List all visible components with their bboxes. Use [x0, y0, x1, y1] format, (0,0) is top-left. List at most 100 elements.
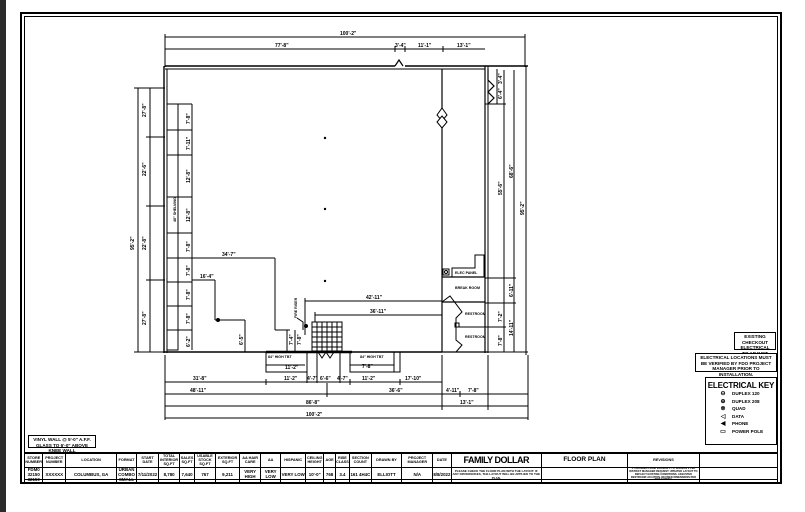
- svg-text:84" HIGH TBT: 84" HIGH TBT: [268, 355, 292, 359]
- svg-text:6'-4": 6'-4": [498, 88, 504, 99]
- svg-text:77'-8": 77'-8": [275, 43, 289, 49]
- power-pole-icon: ▭: [720, 428, 726, 435]
- header-ceiling-height: CEILING HEIGHT: [304, 453, 325, 468]
- svg-text:6'-11": 6'-11": [509, 283, 515, 297]
- svg-text:14'-11": 14'-11": [509, 319, 515, 336]
- title-block: STORE NUMBER PROJECT NUMBER LOCATION FOR…: [23, 453, 779, 484]
- svg-text:27'-8": 27'-8": [142, 311, 148, 325]
- value-age: 768: [323, 466, 336, 484]
- svg-text:6'-6": 6'-6": [320, 376, 331, 382]
- svg-text:RESTROOM: RESTROOM: [465, 335, 486, 339]
- key-item-power-pole: ▭POWER POLE: [718, 428, 776, 436]
- header-format: FORMAT: [116, 453, 137, 468]
- svg-text:RESTROOM: RESTROOM: [465, 312, 486, 316]
- svg-text:11'-2": 11'-2": [285, 365, 299, 371]
- svg-text:84" HIGH TBT: 84" HIGH TBT: [360, 355, 384, 359]
- svg-text:4'-7": 4'-7": [307, 376, 318, 382]
- value-date: 8/8/2022: [432, 466, 452, 484]
- svg-text:ELEC PANEL: ELEC PANEL: [455, 271, 478, 275]
- revisions-label: REVISIONS: [627, 453, 700, 468]
- key-item-duplex-120: ⊖DUPLEX 120: [718, 390, 776, 398]
- header-usable-stock: USABLE STOCK SQ.FT: [194, 453, 216, 468]
- svg-text:6'-2": 6'-2": [186, 336, 192, 347]
- svg-text:7'-8": 7'-8": [297, 334, 303, 345]
- value-store-number: FDM0 32150 32150: [23, 466, 44, 484]
- electrical-key: ELECTRICAL KEY ⊖DUPLEX 120 ⊕DUPLEX 208 ⊗…: [705, 377, 777, 445]
- data-icon: ◁: [720, 413, 726, 420]
- svg-text:11'-2": 11'-2": [284, 376, 298, 382]
- svg-text:48'-11": 48'-11": [190, 388, 207, 394]
- header-section-count: SECTION COUNT: [349, 453, 372, 468]
- svg-text:7'-8": 7'-8": [186, 313, 192, 324]
- existing-checkout-note: EXISTING CHECKOUT ELECTRICAL TO ADJUST P…: [734, 332, 776, 367]
- svg-text:11'-2": 11'-2": [362, 376, 376, 382]
- svg-text:48" SHELVING: 48" SHELVING: [173, 197, 177, 222]
- sheet-title: FLOOR PLAN: [540, 453, 629, 468]
- value-total-interior: 8,780: [158, 466, 180, 484]
- svg-text:12'-8": 12'-8": [186, 208, 192, 222]
- svg-text:95'-2": 95'-2": [130, 236, 136, 250]
- header-location: LOCATION: [65, 453, 118, 468]
- svg-text:4'-7": 4'-7": [337, 376, 348, 382]
- duplex-120-icon: ⊖: [720, 391, 726, 398]
- svg-text:7'-8": 7'-8": [498, 335, 504, 346]
- svg-text:13'-1": 13'-1": [457, 43, 471, 49]
- svg-text:86'-8": 86'-8": [306, 400, 320, 406]
- value-start-date: 7/11/2022: [135, 466, 160, 484]
- revisions-blank-1: [698, 453, 779, 468]
- svg-text:BREAK ROOM: BREAK ROOM: [455, 286, 480, 290]
- key-item-duplex-208: ⊕DUPLEX 208: [718, 398, 776, 406]
- value-hispanic: VERY LOW: [280, 466, 306, 484]
- sheet-title-blank: [540, 466, 629, 484]
- svg-text:27'-8": 27'-8": [142, 103, 148, 117]
- revisions-text: 1. CHANGED FROM VERSION 1 TO VERSION 2 P…: [627, 466, 700, 484]
- value-ceiling-height: 10'-0": [304, 466, 325, 484]
- svg-text:7'-8": 7'-8": [468, 388, 479, 394]
- header-date: DATE: [432, 453, 452, 468]
- titleblock-top-rule: [24, 452, 778, 454]
- header-rise-class: RISE CLASS: [334, 453, 351, 468]
- svg-text:55'-6": 55'-6": [498, 181, 504, 195]
- header-total-interior: TOTAL INTERIOR SQ.FT: [158, 453, 180, 468]
- header-exterior-sqft: EXTERIOR SQ.FT: [214, 453, 241, 468]
- header-project-manager: PROJECT MANAGER: [401, 453, 434, 468]
- svg-text:11'-1": 11'-1": [418, 43, 432, 49]
- svg-text:36'-11": 36'-11": [370, 309, 387, 315]
- svg-text:100'-2": 100'-2": [340, 31, 357, 37]
- electrical-locations-note: ELECTRICAL LOCATIONS MUST BE VERIFIED BY…: [695, 353, 777, 377]
- value-sales-sqft: 7,640: [178, 466, 196, 484]
- svg-text:7'-2": 7'-2": [498, 311, 504, 322]
- header-project-number: PROJECT NUMBER: [42, 453, 67, 468]
- brand-note: PLEASE CHECK THE FLOOR PLAN WITH THE LAY…: [450, 466, 542, 484]
- svg-text:7'-8": 7'-8": [186, 113, 192, 124]
- svg-text:12'-8": 12'-8": [186, 169, 192, 183]
- header-sales-sqft: SALES SQ.FT: [178, 453, 196, 468]
- value-aa-hair-care: VERY HIGH: [239, 466, 261, 484]
- svg-text:4'-11": 4'-11": [446, 388, 460, 394]
- svg-text:7'-11": 7'-11": [186, 136, 192, 150]
- svg-text:68'-6": 68'-6": [509, 164, 515, 178]
- electrical-key-title: ELECTRICAL KEY: [707, 381, 775, 390]
- svg-text:31'-8": 31'-8": [193, 376, 207, 382]
- svg-text:6'-5": 6'-5": [239, 334, 245, 345]
- svg-text:95'-2": 95'-2": [520, 201, 526, 215]
- duplex-208-icon: ⊕: [720, 398, 726, 405]
- value-section-count: 161 4H4C: [349, 466, 372, 484]
- brand-logo: FAMILY DOLLAR: [450, 453, 542, 468]
- svg-text:34'-7": 34'-7": [222, 252, 236, 258]
- wall-note: VINYL WALL @ 5'-0" A.F.F. GLASS TO 6'-0"…: [28, 435, 96, 453]
- value-aa: VERY LOW: [259, 466, 282, 484]
- value-format: URBAN COMBO SMALL: [116, 466, 137, 484]
- key-item-data: ◁DATA: [718, 413, 776, 421]
- value-exterior-sqft: 9,211: [214, 466, 241, 484]
- header-aa: AA: [259, 453, 282, 468]
- svg-text:7'-8": 7'-8": [186, 241, 192, 252]
- svg-text:7'-8": 7'-8": [186, 265, 192, 276]
- header-aa-hair-care: AA HAIR CARE: [239, 453, 261, 468]
- header-start-date: START DATE: [135, 453, 160, 468]
- svg-text:22'-6": 22'-6": [142, 162, 148, 176]
- svg-text:3'-4": 3'-4": [395, 43, 406, 49]
- svg-text:3'-4": 3'-4": [498, 73, 504, 84]
- value-project-manager: N/A: [401, 466, 434, 484]
